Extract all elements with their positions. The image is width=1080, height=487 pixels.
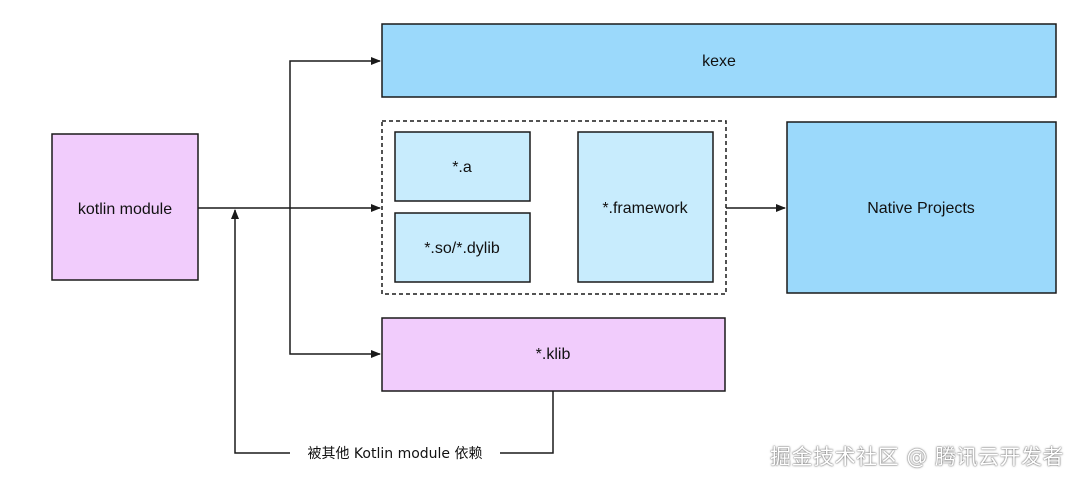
node-static-lib: *.a xyxy=(394,131,531,202)
node-kexe: kexe xyxy=(381,23,1057,98)
klib-label: *.klib xyxy=(536,346,571,363)
framework-label: *.framework xyxy=(602,200,688,217)
native-libraries-group: *.a *.so/*.dylib *.framework xyxy=(381,120,727,295)
node-kotlin-module: kotlin module xyxy=(51,133,199,281)
node-framework: *.framework xyxy=(577,131,714,283)
node-klib: *.klib xyxy=(381,317,726,392)
arrow-dependency-to-module xyxy=(231,209,290,454)
kotlin-module-label: kotlin module xyxy=(78,201,172,218)
shared-lib-label: *.so/*.dylib xyxy=(424,240,500,257)
native-projects-label: Native Projects xyxy=(867,200,975,217)
dependency-label: 被其他 Kotlin module 依赖 xyxy=(307,446,482,462)
static-lib-label: *.a xyxy=(452,159,472,176)
dependency-feedback-edge: 被其他 Kotlin module 依赖 xyxy=(231,209,554,462)
node-shared-lib: *.so/*.dylib xyxy=(394,212,531,283)
kexe-label: kexe xyxy=(702,53,736,70)
arrow-module-to-klib xyxy=(289,208,381,358)
dependency-line-right xyxy=(500,391,554,454)
watermark-text: 掘金技术社区 @ 腾讯云开发者 xyxy=(770,445,1064,469)
arrow-module-to-kexe xyxy=(289,57,381,208)
node-native-projects: Native Projects xyxy=(786,121,1057,294)
